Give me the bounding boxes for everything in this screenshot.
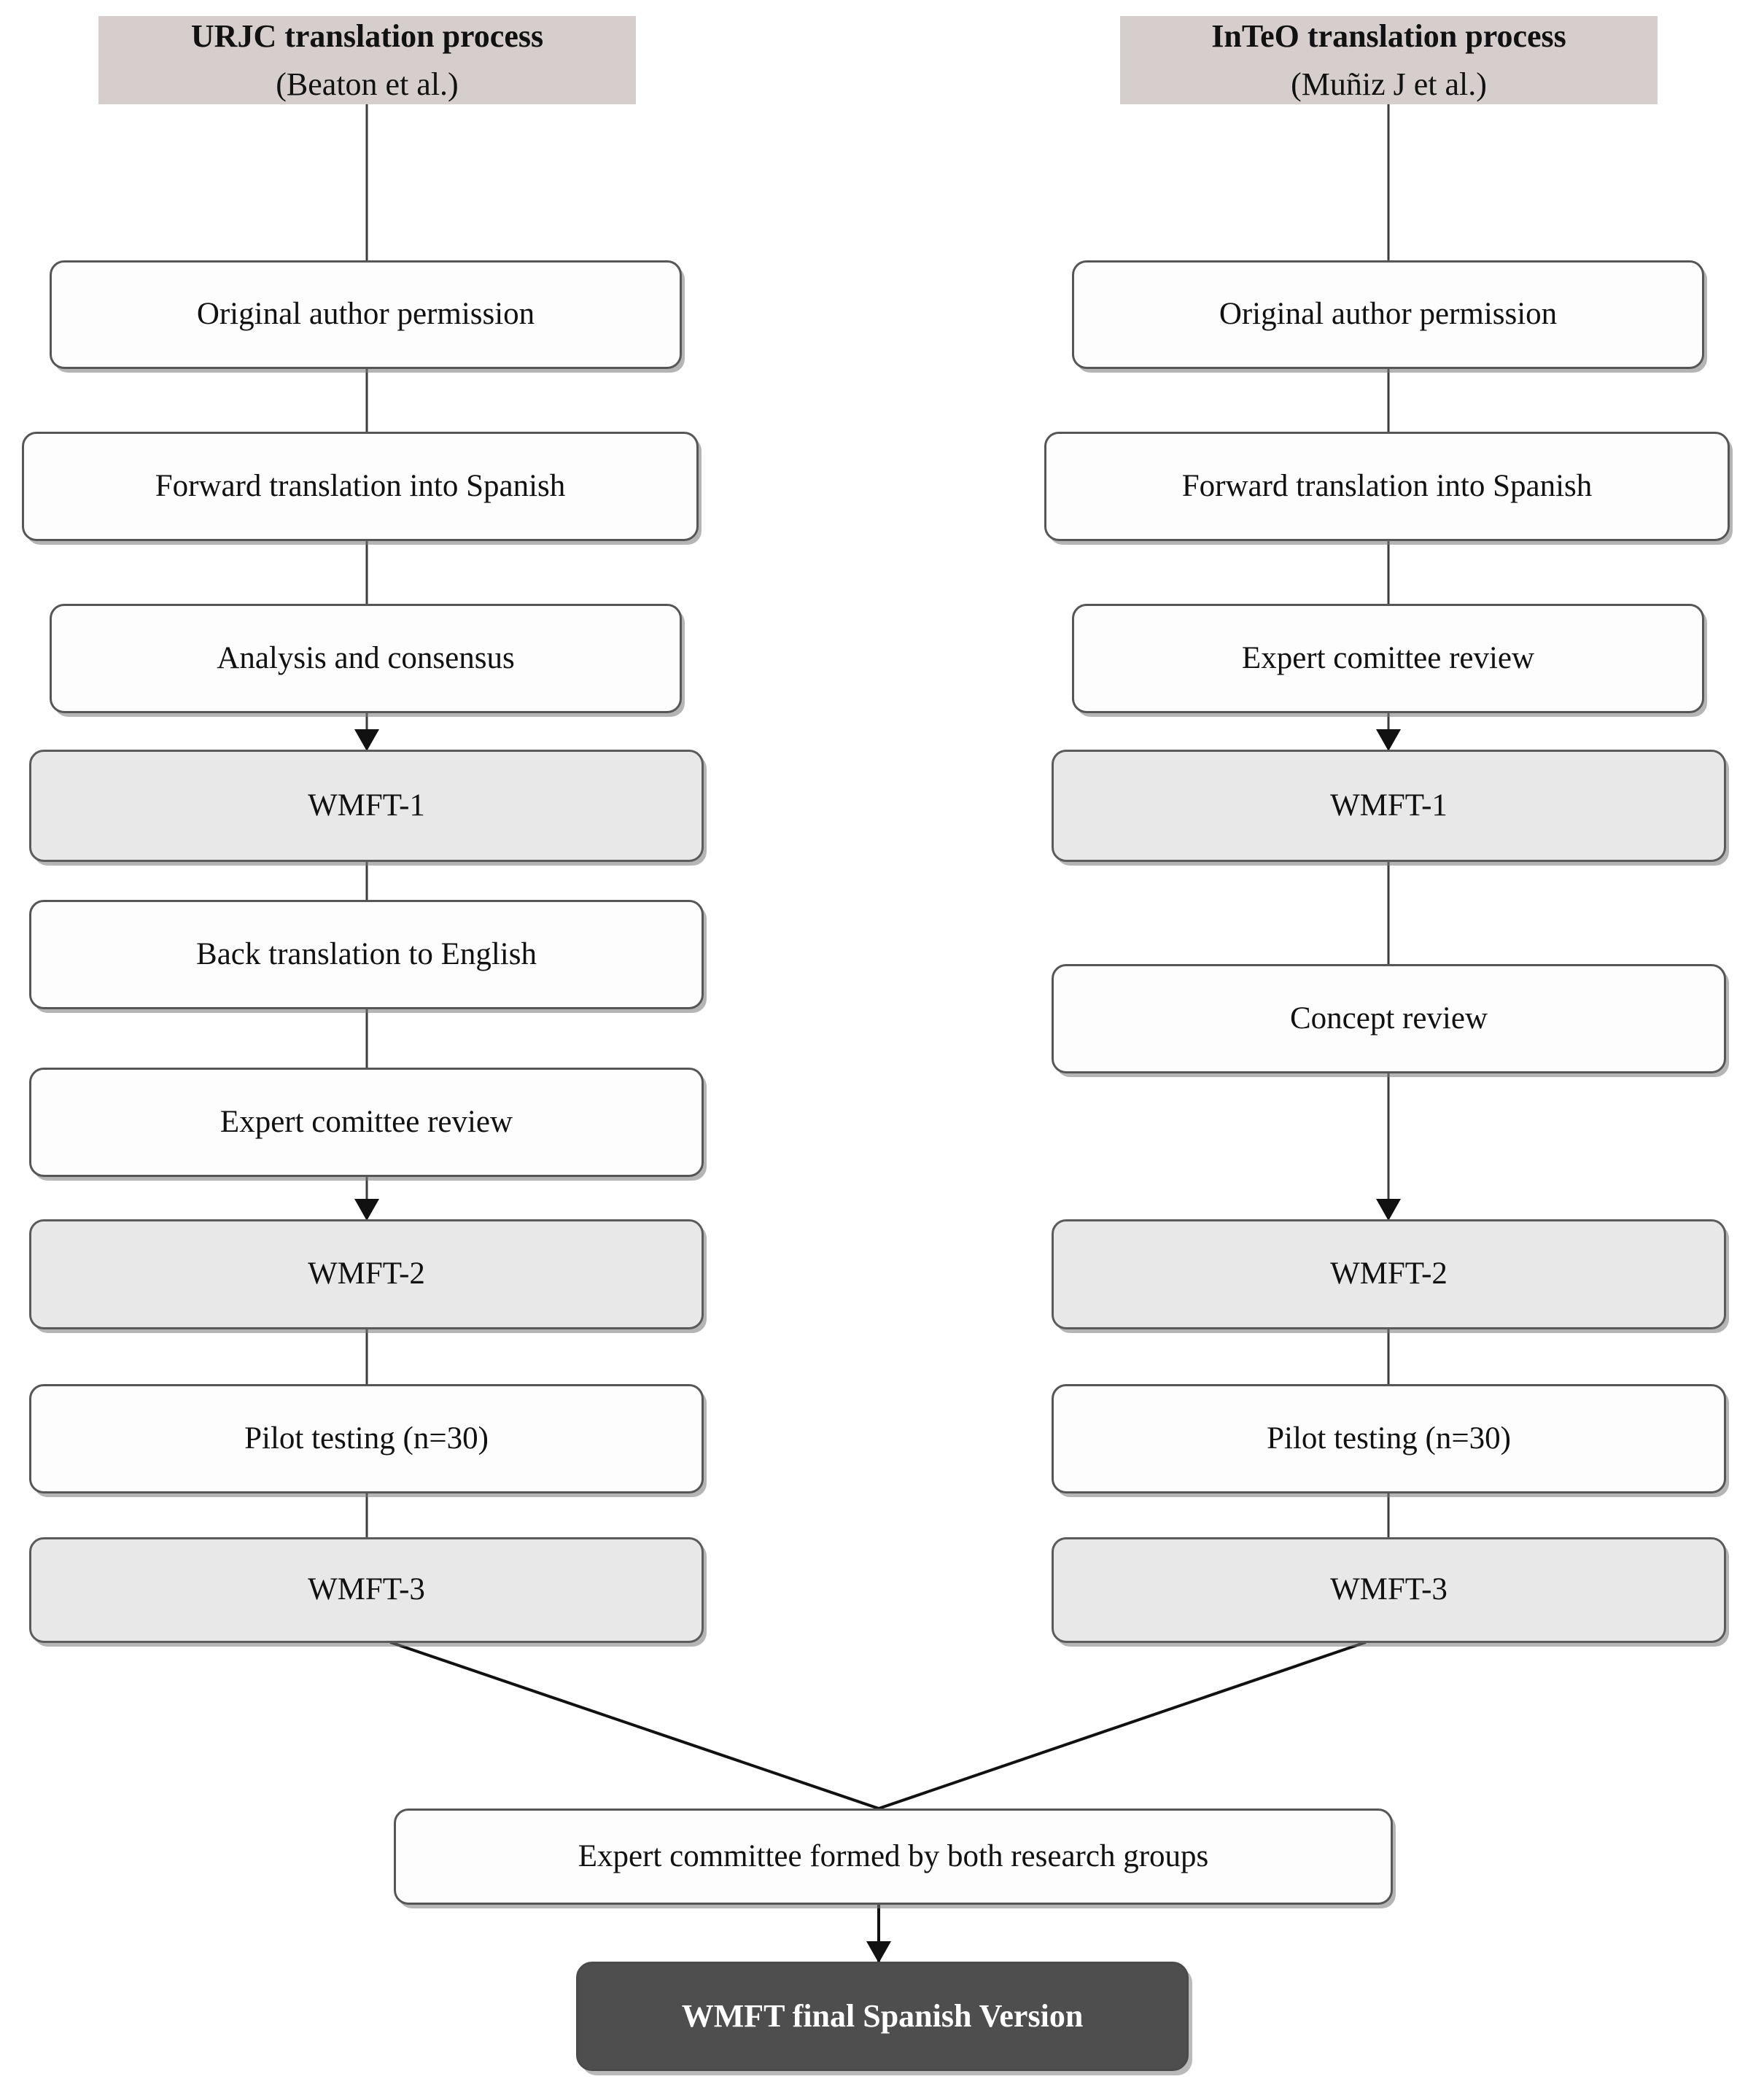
milestone-urjc-wmft-3[interactable]: WMFT-3 [29,1537,704,1643]
arrowhead-left-to-wmft1 [354,729,379,751]
milestone-inteo-wmft-1[interactable]: WMFT-1 [1052,750,1726,862]
step-urjc-expert-comittee-review[interactable]: Expert comittee review [29,1068,704,1177]
milestone-urjc-wmft-2[interactable]: WMFT-2 [29,1219,704,1329]
step-label: Pilot testing (n=30) [244,1421,489,1456]
step-label: Pilot testing (n=30) [1267,1421,1511,1456]
column-header-inteo-citation: (Muñiz J et al.) [1291,66,1487,102]
step-urjc-analysis-and-consensus[interactable]: Analysis and consensus [50,604,682,713]
arrowhead-left-to-wmft2 [354,1199,379,1221]
step-label: Back translation to English [196,936,537,971]
final-label: WMFT final Spanish Version [681,1998,1084,2035]
milestone-label: WMFT-3 [1330,1572,1448,1607]
step-label: Analysis and consensus [217,640,515,675]
step-inteo-pilot-testing[interactable]: Pilot testing (n=30) [1052,1384,1726,1493]
arrowhead-to-final-version [866,1941,891,1963]
step-inteo-concept-review[interactable]: Concept review [1052,964,1726,1073]
milestone-inteo-wmft-2[interactable]: WMFT-2 [1052,1219,1726,1329]
milestone-label: WMFT-3 [308,1572,425,1607]
step-label: Concept review [1289,1001,1488,1036]
milestone-label: WMFT-1 [308,788,425,823]
arrowhead-right-to-wmft2 [1376,1199,1401,1221]
step-urjc-pilot-testing[interactable]: Pilot testing (n=30) [29,1384,704,1493]
step-label: Original author permission [196,297,535,332]
milestone-label: WMFT-2 [308,1256,425,1291]
column-header-urjc-citation: (Beaton et al.) [276,66,459,102]
step-inteo-expert-comittee-review[interactable]: Expert comittee review [1072,604,1704,713]
step-label: Expert comittee review [1241,640,1535,675]
milestone-urjc-wmft-1[interactable]: WMFT-1 [29,750,704,862]
final-wmft-spanish-version[interactable]: WMFT final Spanish Version [576,1962,1189,2071]
column-header-urjc: URJC translation process (Beaton et al.) [98,16,636,104]
arrowhead-right-to-wmft1 [1376,729,1401,751]
step-urjc-back-translation[interactable]: Back translation to English [29,900,704,1009]
milestone-label: WMFT-1 [1330,788,1448,823]
step-inteo-original-author-permission[interactable]: Original author permission [1072,260,1704,369]
step-urjc-forward-translation[interactable]: Forward translation into Spanish [22,432,699,541]
step-inteo-forward-translation[interactable]: Forward translation into Spanish [1044,432,1730,541]
milestone-label: WMFT-2 [1330,1256,1448,1291]
column-header-inteo-title: InTeO translation process [1211,18,1566,54]
step-label: Expert committee formed by both research… [578,1838,1209,1873]
column-header-inteo: InTeO translation process (Muñiz J et al… [1120,16,1658,104]
step-label: Forward translation into Spanish [1181,468,1593,503]
step-label: Original author permission [1219,297,1558,332]
step-label: Forward translation into Spanish [155,468,566,503]
step-expert-committee-both-groups[interactable]: Expert committee formed by both research… [394,1808,1393,1905]
step-label: Expert comittee review [219,1104,513,1139]
milestone-inteo-wmft-3[interactable]: WMFT-3 [1052,1537,1726,1643]
step-urjc-original-author-permission[interactable]: Original author permission [50,260,682,369]
column-header-urjc-title: URJC translation process [190,18,544,54]
